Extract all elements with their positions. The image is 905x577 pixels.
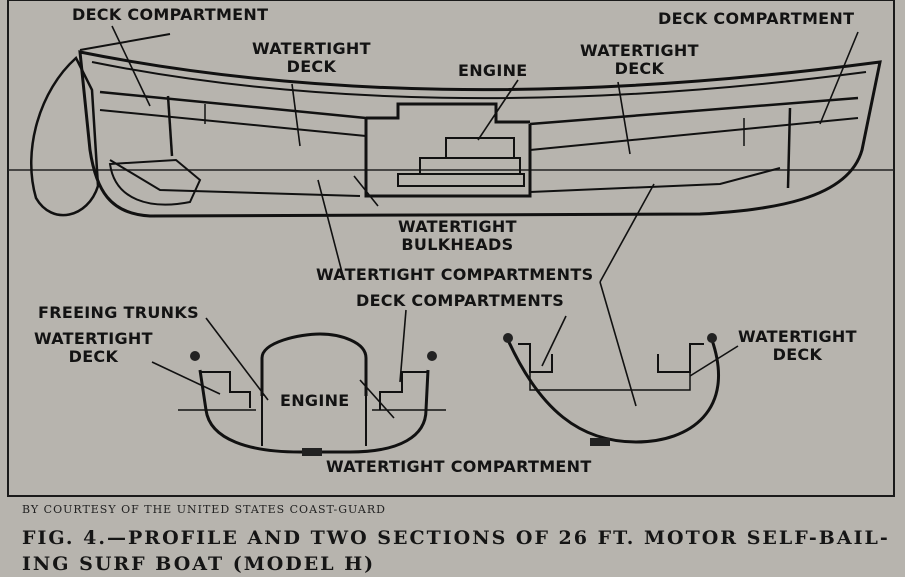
section-leaders (151, 281, 739, 419)
watertight-line: WATERTIGHT (580, 41, 699, 60)
bulkheads-line: BULKHEADS (401, 235, 514, 254)
deck-line: DECK (286, 57, 337, 76)
label-watertight-deck-left: WATERTIGHT DECK (252, 40, 371, 76)
label-watertight-compartment: WATERTIGHT COMPARTMENT (326, 457, 592, 476)
label-deck-compartment-right: DECK COMPARTMENT (658, 9, 855, 28)
label-freeing-trunks: FREEING TRUNKS (38, 303, 199, 322)
label-watertight-compartments: WATERTIGHT COMPARTMENTS (316, 265, 594, 284)
section-left (178, 332, 446, 456)
watertight-line: WATERTIGHT (252, 39, 371, 58)
label-watertight-bulkheads: WATERTIGHT BULKHEADS (398, 218, 517, 254)
watertight-line: WATERTIGHT (738, 327, 857, 346)
figure-caption: Fig. 4.—Profile and two sections of 26 f… (22, 527, 890, 575)
watertight-line: WATERTIGHT (34, 329, 153, 348)
label-engine-profile: ENGINE (458, 61, 528, 80)
label-deck-compartment-left: DECK COMPARTMENT (72, 5, 269, 24)
deck-line: DECK (68, 347, 119, 366)
label-watertight-deck-section-left: WATERTIGHT DECK (34, 330, 153, 366)
label-deck-compartments: DECK COMPARTMENTS (356, 291, 565, 310)
credit-line: BY COURTESY OF THE UNITED STATES COAST-G… (22, 503, 386, 516)
section-right (503, 333, 720, 446)
watertight-line: WATERTIGHT (398, 217, 517, 236)
rudder (29, 55, 100, 217)
label-engine-section: ENGINE (280, 391, 350, 410)
profile-leaders (111, 25, 859, 283)
deck-line: DECK (614, 59, 665, 78)
label-watertight-deck-right: WATERTIGHT DECK (580, 42, 699, 78)
deck-line: DECK (772, 345, 823, 364)
label-watertight-deck-section-right: WATERTIGHT DECK (738, 328, 857, 364)
plate-border (7, 0, 895, 497)
